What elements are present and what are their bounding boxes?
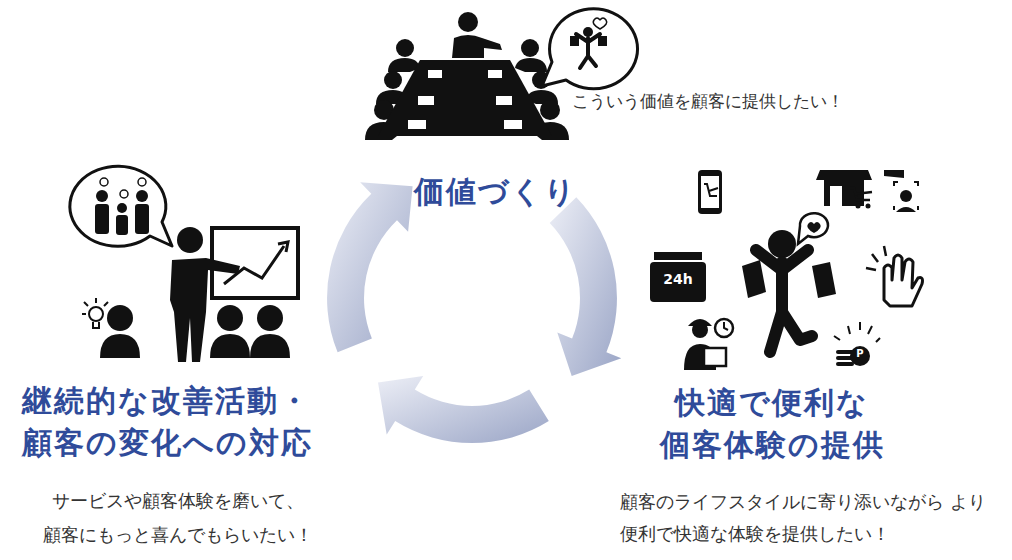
icon-text: P <box>856 349 863 359</box>
presenter-icon <box>82 227 298 362</box>
speech-bubble <box>542 9 638 89</box>
stage-note: 顧客のライフスタイルに寄り添いながら より便利で快適な体験を提供したい！ <box>620 486 990 551</box>
cycle-arrow <box>378 376 549 443</box>
customer-icon <box>650 170 923 370</box>
cycle-arrow <box>550 197 622 376</box>
icon-text: 24h <box>663 272 692 286</box>
stage-heading: 価値づくり <box>414 172 577 213</box>
stage-note: サービスや顧客体験を磨いて、 顧客にもっと喜んでもらいたい！ <box>43 484 313 552</box>
cycle-arrows <box>327 182 621 443</box>
bubble-note: こういう価値を顧客に提供したい！ <box>572 90 844 113</box>
cycle-arrow <box>327 182 413 352</box>
meeting-icon <box>365 12 569 140</box>
stage-heading: 継続的な改善活動・ 顧客の変化への対応 <box>22 380 313 464</box>
family-bubble <box>70 166 172 246</box>
stage-heading: 快適で便利な 個客体験の提供 <box>660 382 885 466</box>
